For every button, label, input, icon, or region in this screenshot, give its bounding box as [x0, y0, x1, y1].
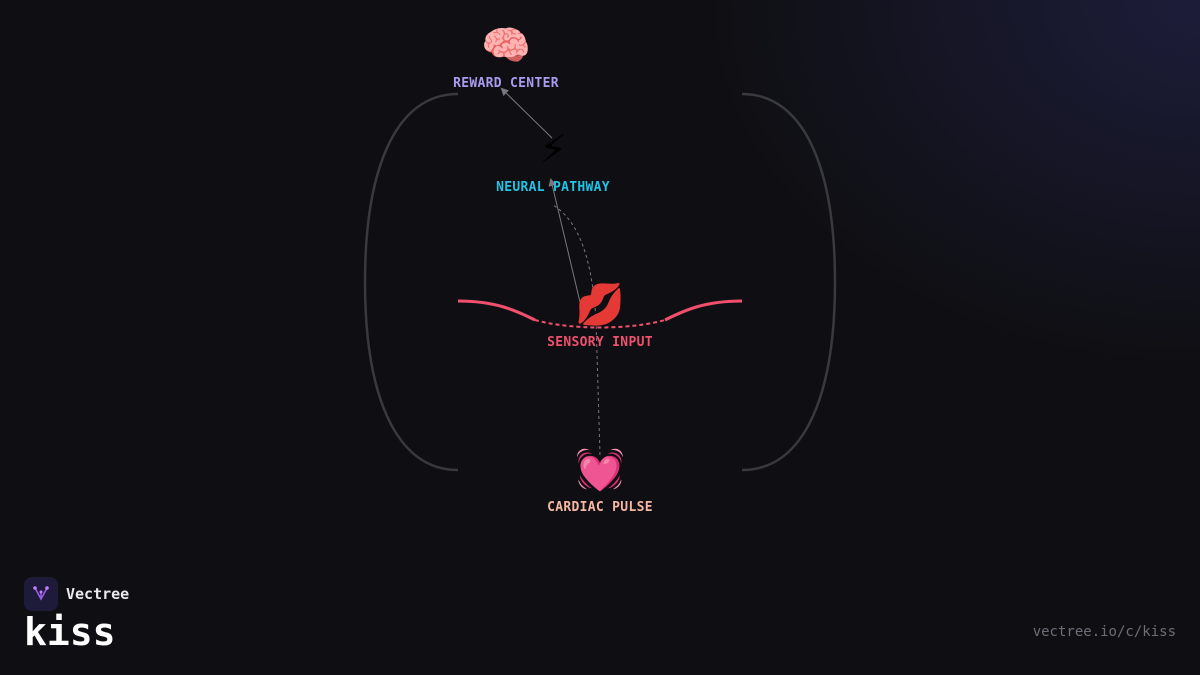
connector-sensory-to-neural	[548, 178, 581, 303]
brain-icon: 🧠	[481, 23, 531, 69]
lightning-icon: ⚡	[538, 127, 568, 173]
sensory-input-node[interactable]: 💋 SENSORY INPUT	[500, 281, 700, 350]
left-bracket	[363, 92, 459, 472]
beating-heart-icon: 💓	[575, 447, 625, 493]
lips-icon: 💋	[575, 282, 625, 328]
connector-cardiac-to-neural	[552, 204, 601, 456]
neural-pathway-node[interactable]: ⚡ NEURAL PATHWAY	[453, 126, 653, 195]
page-title: kiss	[24, 610, 116, 654]
connector-neural-to-reward	[500, 87, 553, 139]
brand[interactable]: Vectree	[24, 577, 129, 611]
lip-line-right	[664, 299, 743, 322]
reward-center-node[interactable]: 🧠 REWARD CENTER	[406, 22, 606, 91]
reward-center-label: REWARD CENTER	[453, 76, 559, 91]
cardiac-pulse-node[interactable]: 💓 CARDIAC PULSE	[500, 446, 700, 515]
lip-line-center	[534, 319, 666, 329]
lip-line-left	[457, 299, 536, 322]
cardiac-pulse-label: CARDIAC PULSE	[547, 500, 653, 515]
brand-name: Vectree	[66, 585, 130, 603]
neural-pathway-label: NEURAL PATHWAY	[496, 180, 610, 195]
page-url[interactable]: vectree.io/c/kiss	[1032, 624, 1176, 640]
right-bracket	[741, 92, 837, 472]
vectree-logo-icon	[24, 577, 58, 611]
sensory-input-label: SENSORY INPUT	[547, 335, 653, 350]
